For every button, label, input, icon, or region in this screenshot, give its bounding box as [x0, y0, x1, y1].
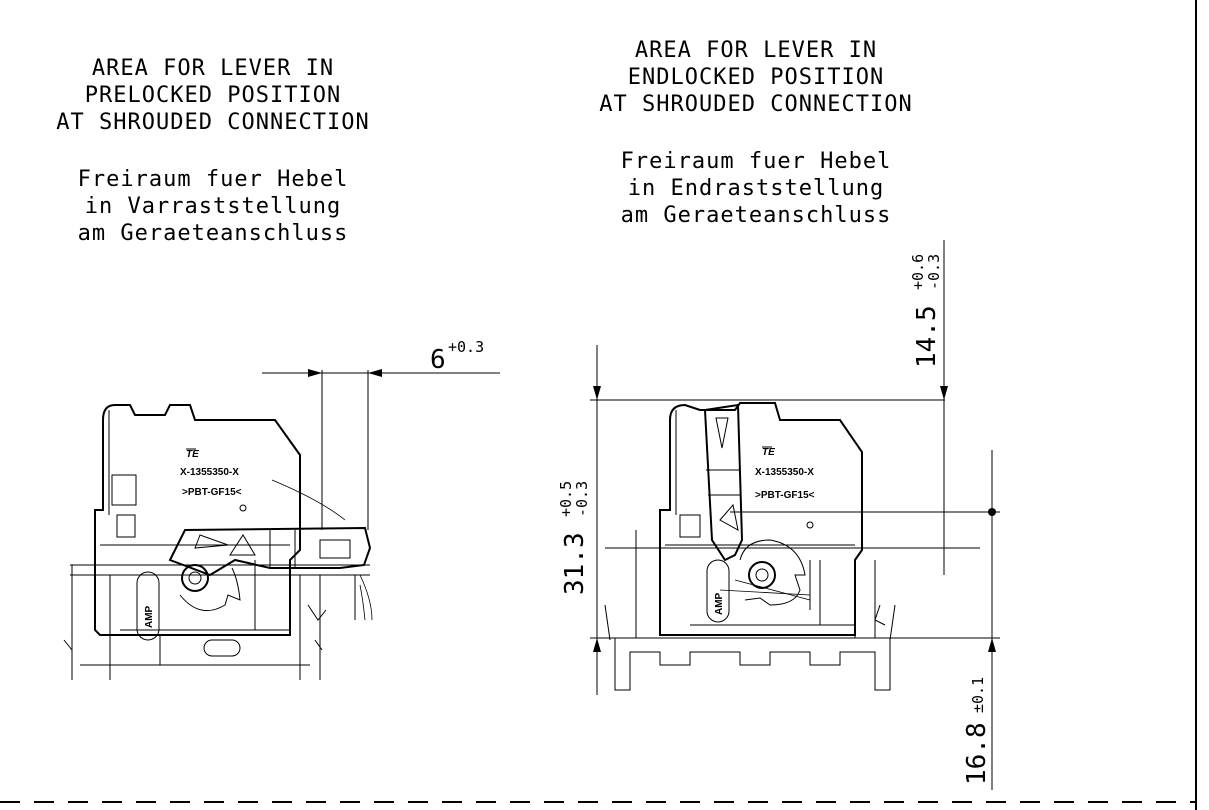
- left-de-line-1: Freiraum fuer Hebel: [78, 167, 349, 192]
- left-dimension-6: 6 +0.3: [262, 338, 500, 530]
- right-housing: AMP TE X-1355350-X >PBT-GF15<: [659, 402, 863, 636]
- right-en-line-1: AREA FOR LEVER IN: [635, 38, 877, 63]
- right-amp-logo-text: AMP: [714, 592, 725, 615]
- left-amp-logo: [136, 571, 160, 641]
- left-material-mark: >PBT-GF15<: [182, 487, 242, 498]
- left-housing: AMP TE X-1355350-X >PBT-GF15<: [94, 404, 301, 641]
- right-dim-14-5-tol-upper: +0.6: [909, 254, 927, 290]
- left-de-line-2: in Varraststellung: [85, 194, 341, 219]
- left-te-logo: TE: [186, 449, 199, 460]
- right-material-mark: >PBT-GF15<: [755, 490, 815, 501]
- right-en-line-3: AT SHROUDED CONNECTION: [599, 92, 912, 117]
- left-dim-6-value: 6: [430, 345, 446, 375]
- right-amp-logo: [706, 559, 730, 623]
- left-part-number: X-1355350-X: [180, 467, 239, 478]
- left-amp-logo-text: AMP: [144, 605, 155, 628]
- right-dim-14-5-tol-lower: -0.3: [925, 254, 943, 290]
- right-dim-16-8-tolerance: ±0.1: [969, 677, 987, 713]
- right-base: [595, 530, 1000, 691]
- left-german-note: Freiraum fuer Hebel in Varraststellung a…: [78, 167, 349, 246]
- right-dimension-16-8: 16.8 ±0.1: [962, 450, 996, 790]
- right-de-line-1: Freiraum fuer Hebel: [621, 149, 892, 174]
- right-dimension-31-3: 31.3 +0.5 -0.3: [557, 345, 945, 695]
- left-connector-view: AMP TE X-1355350-X >PBT-GF15<: [63, 404, 373, 680]
- right-dim-31-3-value: 31.3: [560, 532, 590, 595]
- right-connector-view: AMP TE X-1355350-X >PBT-GF15<: [595, 402, 1000, 691]
- left-shroud: [63, 564, 370, 680]
- right-dim-16-8-value: 16.8: [962, 722, 992, 785]
- right-de-line-2: in Endraststellung: [628, 176, 884, 201]
- right-lever: [703, 403, 811, 606]
- right-de-line-3: am Geraeteanschluss: [621, 203, 892, 228]
- right-te-logo: TE: [762, 447, 775, 458]
- right-part-number: X-1355350-X: [755, 467, 814, 478]
- left-lever: [168, 526, 372, 612]
- right-dim-31-3-tol-upper: +0.5: [557, 481, 575, 517]
- right-german-note: Freiraum fuer Hebel in Endraststellung a…: [621, 149, 892, 228]
- left-en-line-1: AREA FOR LEVER IN: [92, 56, 334, 81]
- left-clearance-arc: [271, 479, 346, 521]
- left-en-line-2: PRELOCKED POSITION: [85, 83, 341, 108]
- left-en-line-3: AT SHROUDED CONNECTION: [56, 110, 369, 135]
- right-dimension-14-5: 14.5 +0.6 -0.3: [730, 240, 1000, 575]
- right-dim-14-5-value: 14.5: [912, 305, 942, 368]
- right-en-line-2: ENDLOCKED POSITION: [628, 65, 884, 90]
- left-de-line-3: am Geraeteanschluss: [78, 221, 349, 246]
- left-english-note: AREA FOR LEVER IN PRELOCKED POSITION AT …: [56, 56, 369, 135]
- left-dim-6-tolerance: +0.3: [448, 338, 484, 356]
- right-english-note: AREA FOR LEVER IN ENDLOCKED POSITION AT …: [599, 38, 912, 117]
- right-dim-31-3-tol-lower: -0.3: [573, 481, 591, 517]
